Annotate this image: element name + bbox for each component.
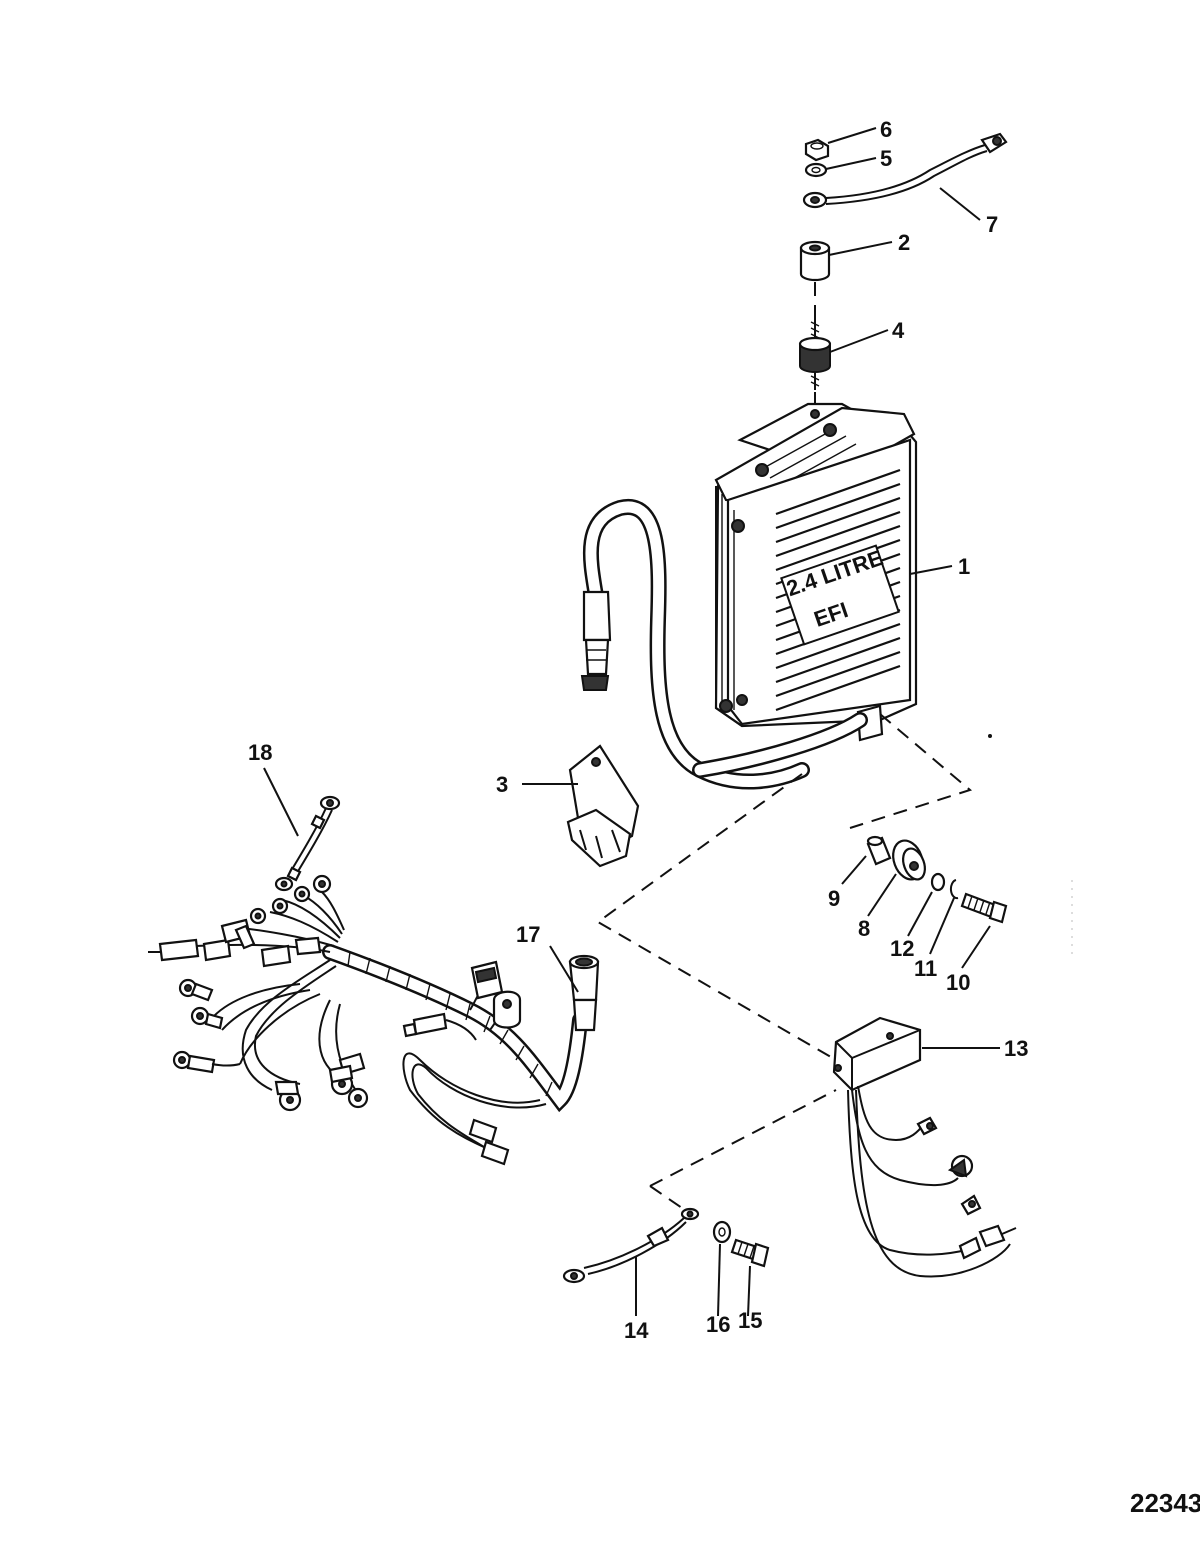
part-14-ground-wire xyxy=(562,1207,700,1284)
part-17-engine-harness xyxy=(148,874,600,1166)
part-15-screw xyxy=(730,1238,770,1268)
callout-7: 7 xyxy=(986,212,998,237)
part-11-lockwasher xyxy=(949,879,959,900)
callout-14: 14 xyxy=(624,1318,649,1343)
callout-13: 13 xyxy=(1004,1036,1028,1061)
part-9-sleeve xyxy=(866,835,892,866)
callout-1: 1 xyxy=(958,554,970,579)
part-8-grommet xyxy=(892,839,926,881)
part-1-ecu-module: 2.4 LITRE EFI xyxy=(714,402,918,742)
callout-8: 8 xyxy=(858,916,870,941)
callout-2: 2 xyxy=(898,230,910,255)
callout-4: 4 xyxy=(892,318,905,343)
part-7-ground-strap xyxy=(802,132,1008,209)
part-6-nut xyxy=(804,138,830,162)
callout-12: 12 xyxy=(890,936,914,961)
callout-3: 3 xyxy=(496,772,508,797)
part-16-washer xyxy=(712,1220,732,1244)
callout-6: 6 xyxy=(880,117,892,142)
part-4-isolator-mount xyxy=(798,318,832,390)
ecu-harness-cable xyxy=(580,498,868,790)
figure-number: 22343 xyxy=(1130,1488,1200,1518)
part-2-spacer xyxy=(799,240,831,282)
part-13-regulator-module xyxy=(832,1016,1017,1278)
callout-16: 16 xyxy=(706,1312,730,1337)
callout-17: 17 xyxy=(516,922,540,947)
part-3-bracket xyxy=(566,744,640,868)
part-10-screw xyxy=(960,892,1008,924)
callout-9: 9 xyxy=(828,886,840,911)
part-12-washer xyxy=(930,872,946,892)
callout-11: 11 xyxy=(914,956,937,981)
part-18-jumper-wire xyxy=(274,795,341,892)
callout-10: 10 xyxy=(946,970,970,995)
callout-5: 5 xyxy=(880,146,892,171)
callout-18: 18 xyxy=(248,740,272,765)
part-5-washer xyxy=(804,162,828,178)
callout-15: 15 xyxy=(738,1308,762,1333)
